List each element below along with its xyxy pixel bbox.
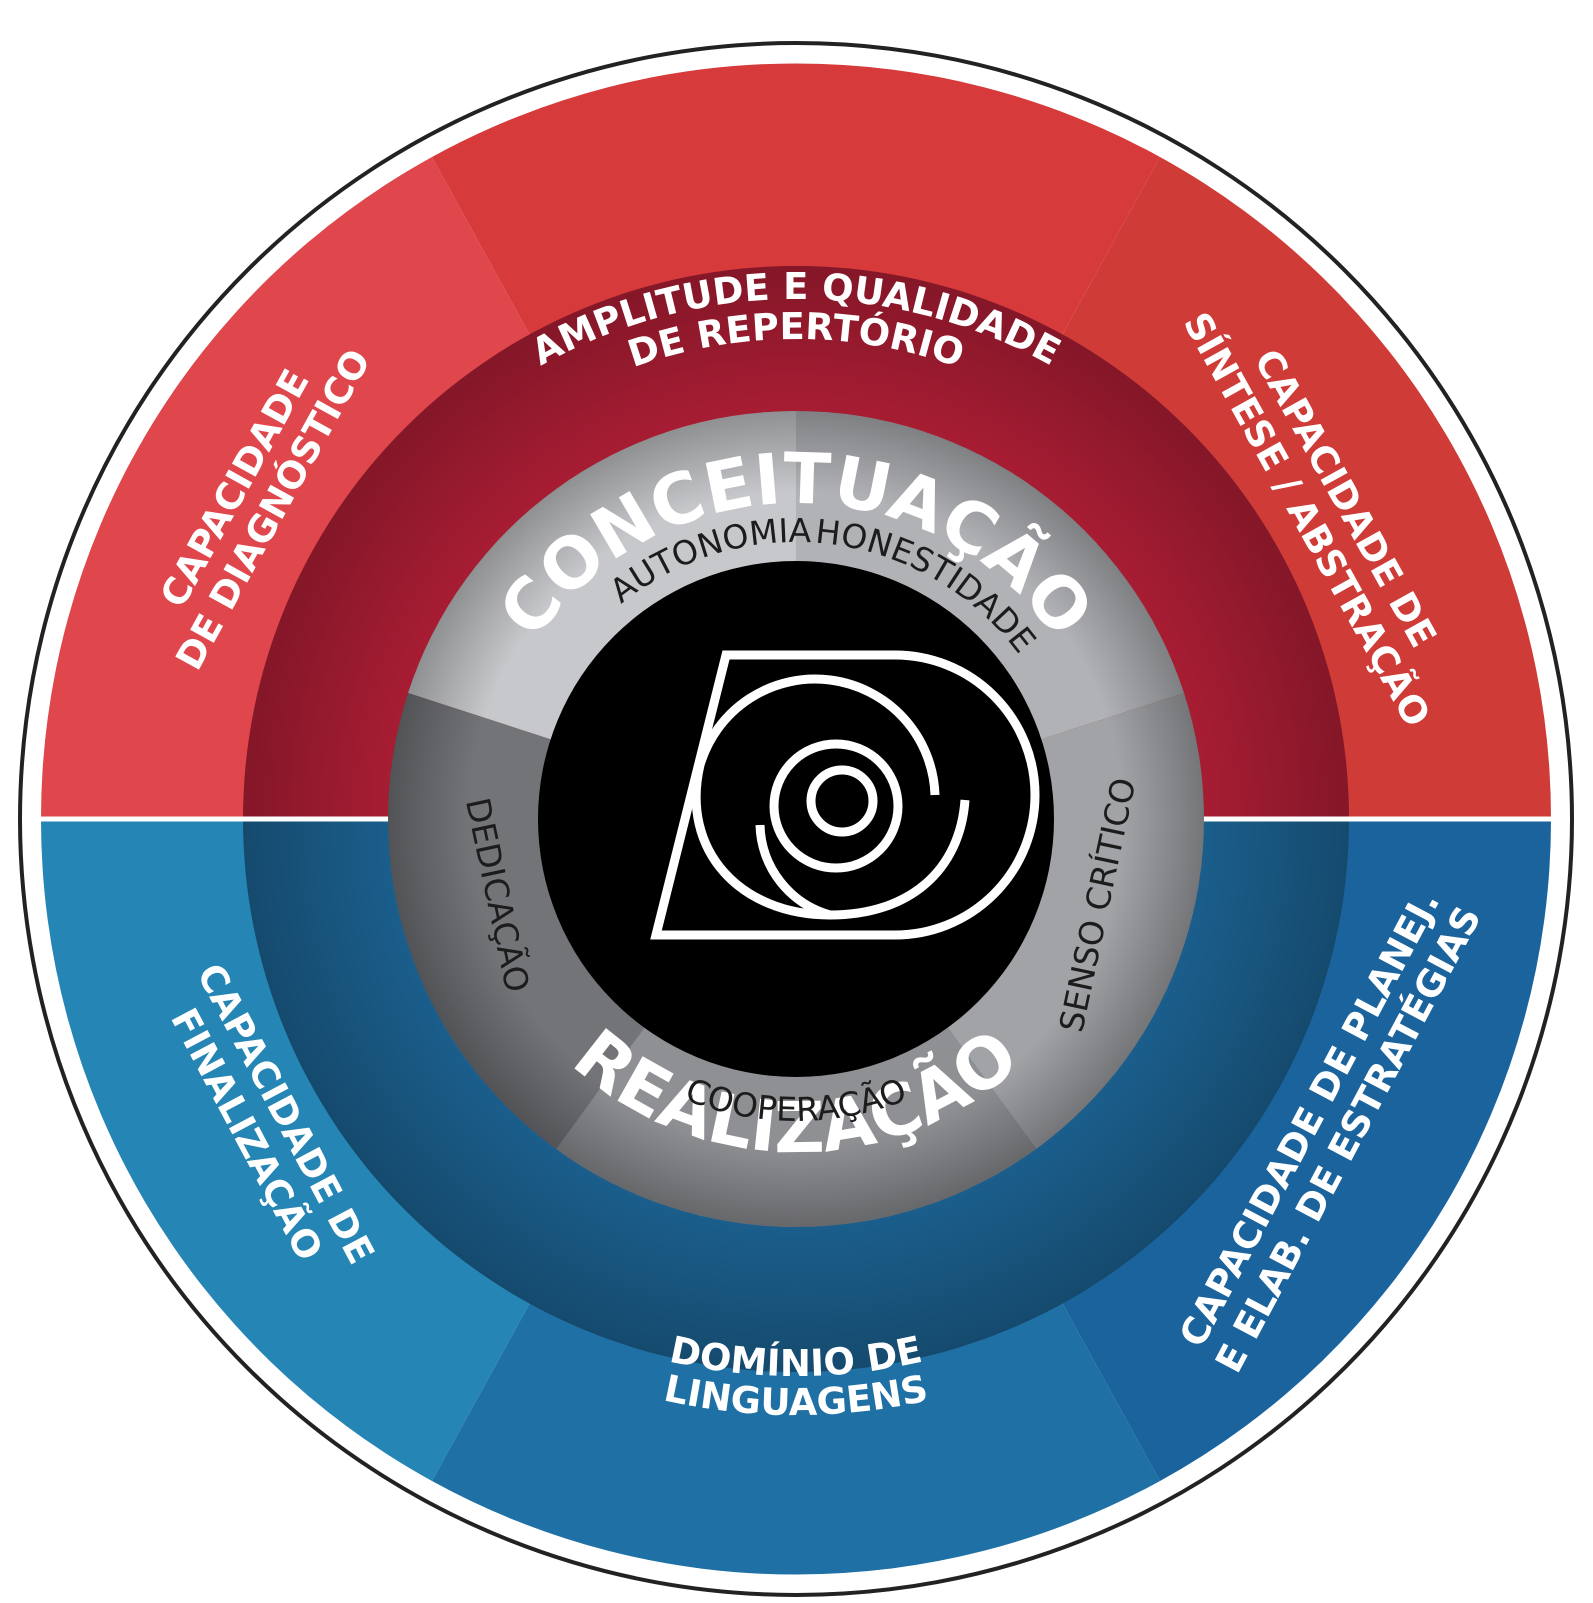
- center-disc: [538, 561, 1054, 1077]
- spiral-d-logo: [650, 650, 1040, 940]
